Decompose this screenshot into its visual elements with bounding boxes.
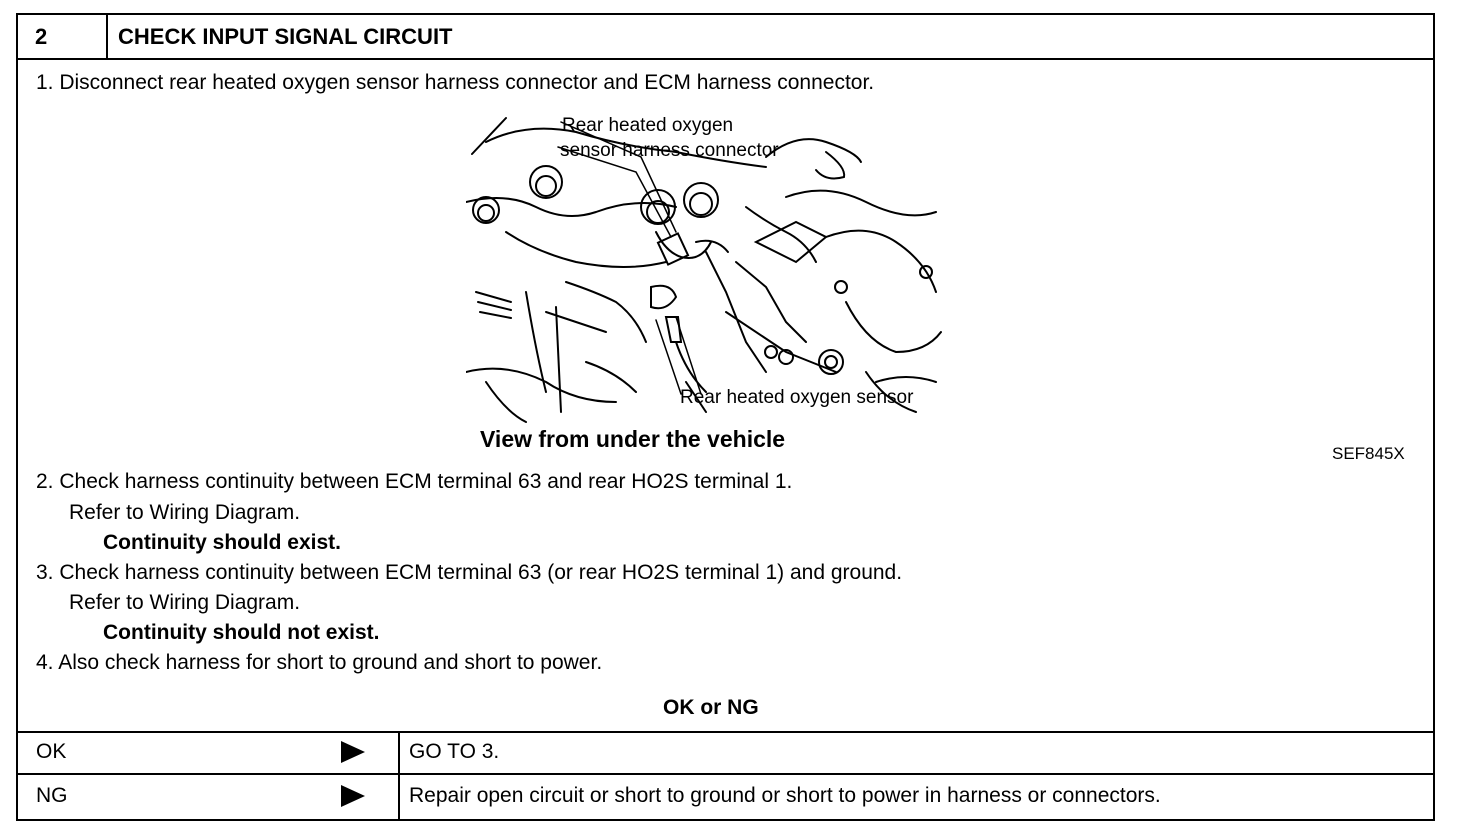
arrow-right-icon [341,741,365,763]
status-ok: OK [36,740,67,763]
arrow-right-icon [341,785,365,807]
instruction-1: 1. Disconnect rear heated oxygen sensor … [36,71,875,94]
action-ok: GO TO 3. [409,740,500,763]
step-number-cell [16,13,108,59]
step-number: 2 [35,24,48,49]
figure-code: SEF845X [1332,444,1405,463]
connector-label-line1: Rear heated oxygen [562,115,734,136]
action-ng: Repair open circuit or short to ground o… [409,784,1161,807]
procedure-table [16,13,1435,821]
instruction-3-reference: Refer to Wiring Diagram. [69,591,301,614]
sensor-label: Rear heated oxygen sensor [680,387,914,408]
instruction-2-result: Continuity should exist. [103,531,342,554]
instruction-2-reference: Refer to Wiring Diagram. [69,501,301,524]
connector-label-line2: sensor harness connector [560,140,779,161]
engine-underside-illustration [466,117,942,423]
instruction-4: 4. Also check harness for short to groun… [36,651,603,674]
header-divider [16,58,1435,60]
decision-divider-top [16,731,1435,733]
figure-caption: View from under the vehicle [480,426,786,452]
decision-question: OK or NG [663,696,759,719]
decision-divider-middle [16,773,1435,775]
instruction-2: 2. Check harness continuity between ECM … [36,470,793,493]
instruction-3: 3. Check harness continuity between ECM … [36,561,903,584]
instruction-3-result: Continuity should not exist. [103,621,380,644]
step-title: CHECK INPUT SIGNAL CIRCUIT [118,24,453,49]
decision-column-divider [398,731,400,820]
status-ng: NG [36,784,68,807]
